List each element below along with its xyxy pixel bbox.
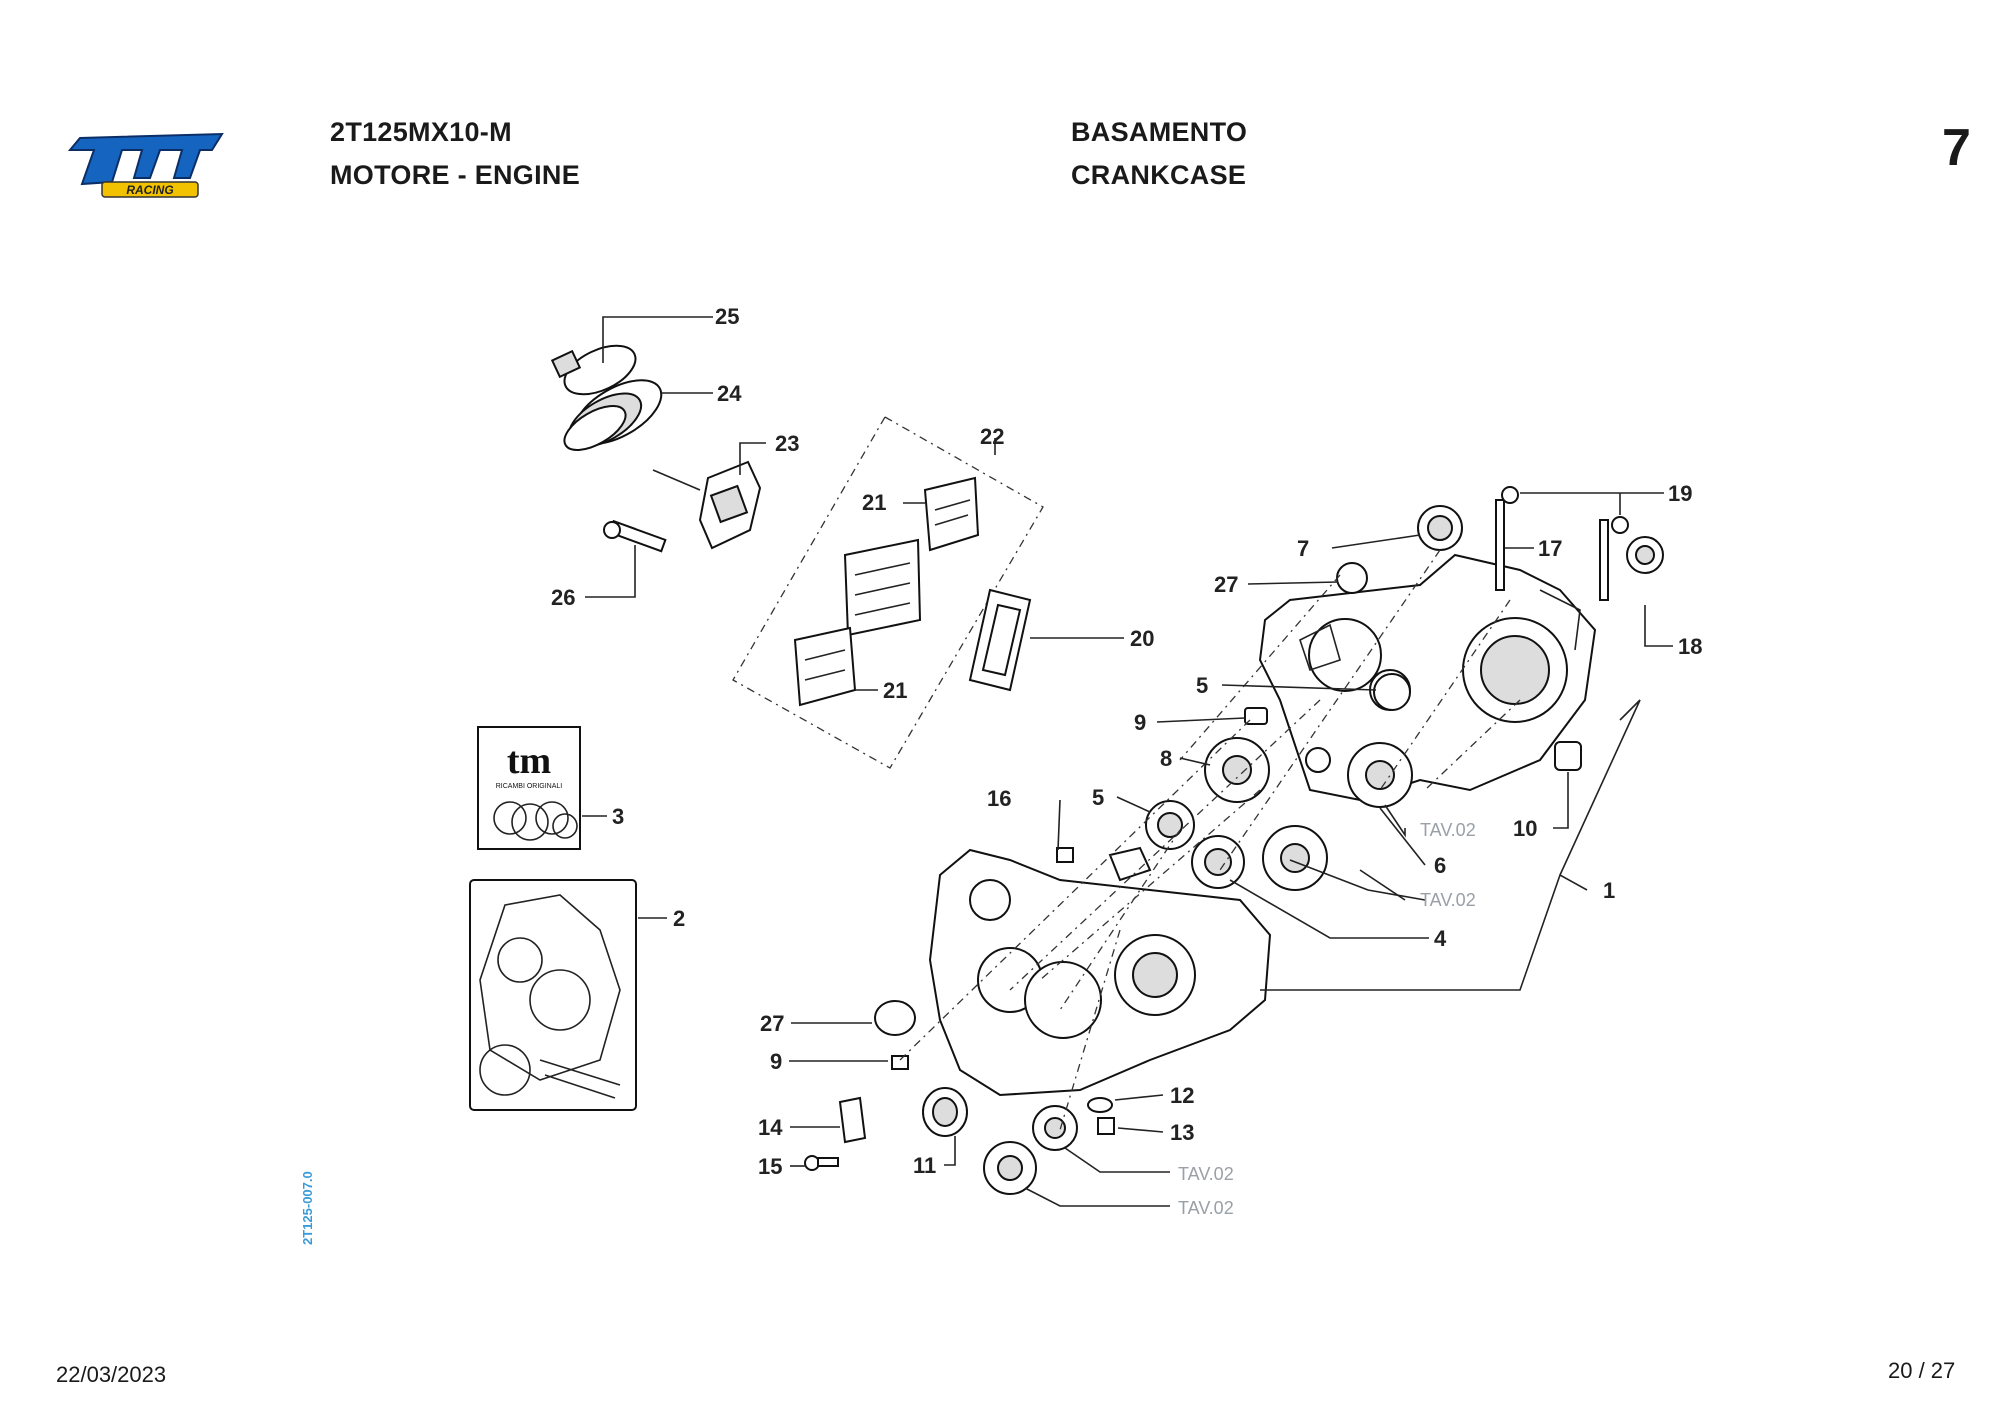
callout-18: 18 bbox=[1678, 634, 1702, 659]
bearing-4 bbox=[1262, 825, 1328, 891]
ref-tav-4: TAV.02 bbox=[1178, 1198, 1234, 1218]
callout-6: 6 bbox=[1434, 853, 1446, 878]
ring-small bbox=[1305, 747, 1331, 773]
pin-9-top bbox=[1244, 707, 1268, 725]
callout-7: 7 bbox=[1297, 536, 1309, 561]
reed-valve-21-top bbox=[923, 476, 980, 552]
callout-3: 3 bbox=[612, 804, 624, 829]
bearing-5-top bbox=[1373, 673, 1411, 711]
ref-tav-2: TAV.02 bbox=[1420, 890, 1476, 910]
callout-16: 16 bbox=[987, 786, 1011, 811]
clamp-part-25 bbox=[550, 344, 637, 396]
tm-racing-logo-icon: RACING bbox=[67, 132, 224, 198]
stud-17 bbox=[1495, 486, 1519, 591]
gasket-20 bbox=[968, 588, 1032, 692]
title-english: CRANKCASE bbox=[1071, 160, 1247, 190]
callout-10: 10 bbox=[1513, 816, 1537, 841]
screw-26 bbox=[603, 519, 667, 553]
plug-16 bbox=[1056, 847, 1074, 863]
ref-tav-1: TAV.02 bbox=[1420, 820, 1476, 840]
seal-18 bbox=[1626, 536, 1664, 574]
ref-tav-3: TAV.02 bbox=[1178, 1164, 1234, 1184]
bush-10 bbox=[1554, 741, 1582, 771]
callout-21-bottom: 21 bbox=[883, 678, 907, 703]
callout-27-top: 27 bbox=[1214, 572, 1238, 597]
reed-block bbox=[843, 538, 922, 637]
callout-13: 13 bbox=[1170, 1120, 1194, 1145]
bracket-14 bbox=[838, 1096, 867, 1144]
callout-21-top: 21 bbox=[862, 490, 886, 515]
seal-mid bbox=[1191, 835, 1245, 889]
crankcase-left bbox=[928, 846, 1272, 1097]
brand-logo: RACING bbox=[62, 120, 232, 202]
logo-sub-text: RACING bbox=[126, 183, 173, 197]
callout-2: 2 bbox=[673, 906, 685, 931]
bolt-13 bbox=[1097, 1117, 1115, 1135]
washer-12 bbox=[1087, 1097, 1113, 1113]
callout-9-bottom: 9 bbox=[770, 1049, 782, 1074]
callout-8: 8 bbox=[1160, 746, 1172, 771]
callout-1: 1 bbox=[1603, 878, 1615, 903]
kit-sub: RICAMBI ORIGINALI bbox=[496, 783, 563, 790]
bearing-8 bbox=[1204, 737, 1270, 803]
callout-26: 26 bbox=[551, 585, 575, 610]
callout-25: 25 bbox=[715, 304, 739, 329]
callout-24: 24 bbox=[717, 381, 742, 406]
intake-boot-24 bbox=[563, 379, 663, 451]
screw-15 bbox=[804, 1155, 839, 1171]
callout-14: 14 bbox=[758, 1115, 783, 1140]
seal-7 bbox=[1417, 505, 1463, 551]
reed-valve-21-bottom bbox=[793, 626, 857, 707]
gasket-kit-2 bbox=[469, 879, 637, 1111]
bush-27-bottom bbox=[874, 1000, 916, 1036]
stud-19 bbox=[1599, 516, 1629, 601]
bush-27-top bbox=[1336, 562, 1368, 594]
page-counter: 20 / 27 bbox=[1888, 1358, 1956, 1383]
seal-11 bbox=[922, 1087, 968, 1137]
callout-11: 11 bbox=[913, 1153, 936, 1178]
callout-19: 19 bbox=[1668, 481, 1692, 506]
callout-17: 17 bbox=[1538, 536, 1562, 561]
pin-9-bottom bbox=[891, 1055, 909, 1070]
table-number: 7 bbox=[1942, 119, 1971, 177]
callout-23: 23 bbox=[775, 431, 799, 456]
callout-4: 4 bbox=[1434, 926, 1447, 951]
callout-15: 15 bbox=[758, 1154, 782, 1179]
bearing-6 bbox=[1347, 742, 1413, 808]
callout-5-bottom: 5 bbox=[1092, 785, 1104, 810]
spacer-bottom bbox=[1032, 1105, 1078, 1151]
oring-kit-3: tm RICAMBI ORIGINALI bbox=[477, 726, 581, 850]
callout-22: 22 bbox=[980, 424, 1004, 449]
reed-kit-outline-22 bbox=[732, 416, 1044, 769]
callout-27-bottom: 27 bbox=[760, 1011, 784, 1036]
callout-12: 12 bbox=[1170, 1083, 1194, 1108]
kit-brand: tm bbox=[507, 740, 551, 782]
model-code: 2T125MX10-M bbox=[330, 117, 512, 147]
bearing-bottom bbox=[983, 1141, 1037, 1195]
section-name: MOTORE - ENGINE bbox=[330, 160, 581, 190]
crankcase-right bbox=[1258, 553, 1597, 802]
callout-9-top: 9 bbox=[1134, 710, 1146, 735]
bearing-5-mid bbox=[1145, 800, 1195, 850]
callout-20: 20 bbox=[1130, 626, 1154, 651]
title-italian: BASAMENTO bbox=[1071, 117, 1248, 147]
callout-5-top: 5 bbox=[1196, 673, 1208, 698]
print-date: 22/03/2023 bbox=[56, 1362, 167, 1387]
